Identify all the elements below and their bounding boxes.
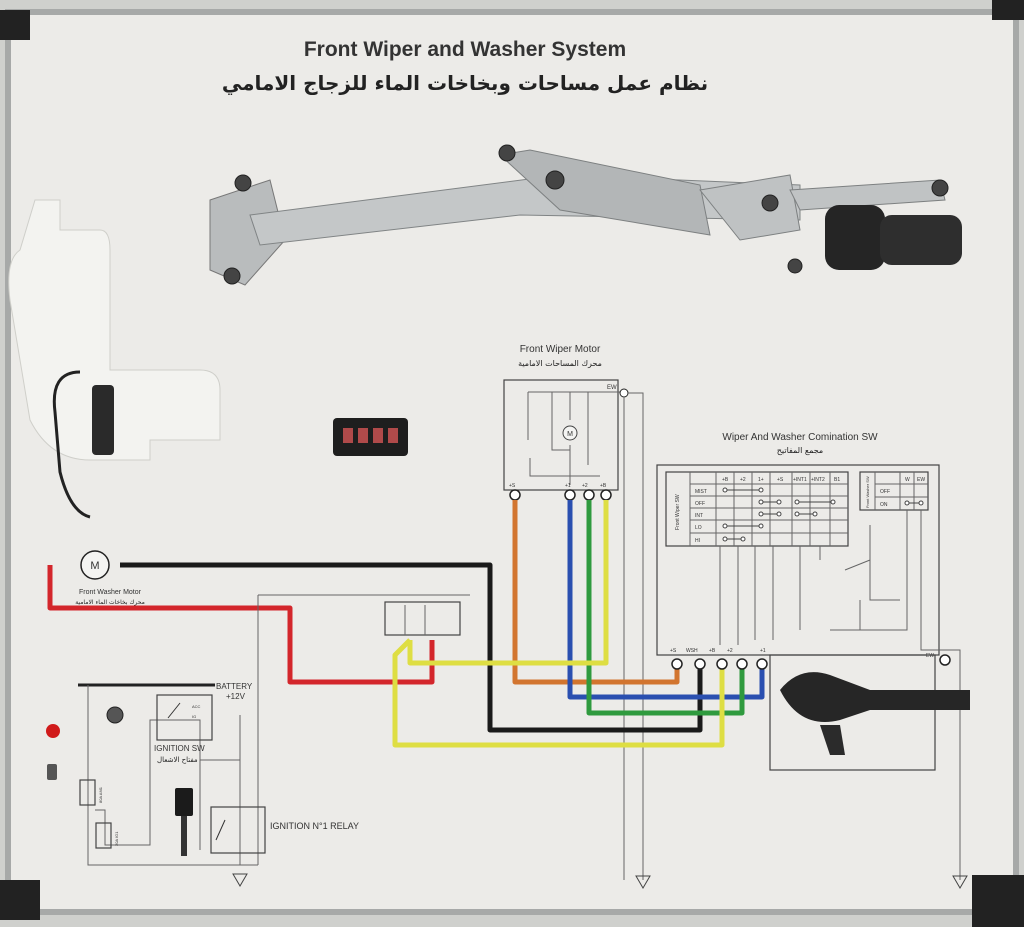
svg-text:OFF: OFF <box>695 501 705 507</box>
washer-motor-label-arabic: محرك بخاخات الماء الامامية <box>75 599 145 606</box>
terminal-1 <box>564 489 576 501</box>
red-wire <box>47 565 435 685</box>
svg-text:LO: LO <box>695 525 702 531</box>
svg-text:OFF: OFF <box>880 489 890 495</box>
svg-text:+B: +B <box>722 477 729 483</box>
yellow-wire-2 <box>392 638 725 748</box>
svg-text:+1: +1 <box>760 648 766 654</box>
svg-text:M: M <box>567 431 573 438</box>
green-wire <box>586 500 745 716</box>
ignition-relay-label: IGNITION N°1 RELAY <box>270 821 359 831</box>
svg-text:+1: +1 <box>565 483 571 489</box>
svg-text:ON: ON <box>880 502 888 508</box>
orange-wire <box>512 500 680 685</box>
battery-label: BATTERY <box>216 682 253 691</box>
terminal-s <box>509 489 521 501</box>
board-title: Front Wiper and Washer System <box>304 38 626 61</box>
washer-motor: M Front Washer Motor محرك بخاخات الماء ا… <box>75 550 145 606</box>
washer-switch-table: Front Washer SW W EW OFF ON <box>859 471 929 511</box>
wiper-motor-schematic: M EW +S +1 +2 +B <box>503 379 651 889</box>
svg-text:+S: +S <box>777 477 784 483</box>
relay-connector <box>175 788 193 816</box>
ignition-relay-schematic: IGNITION N°1 RELAY <box>210 806 359 887</box>
fuses: 80A AM1 20A IG1 <box>79 779 119 849</box>
terminal-2 <box>583 489 595 501</box>
svg-text:+B: +B <box>709 648 716 654</box>
toggle-switch[interactable] <box>47 764 57 780</box>
svg-text:Front Wiper SW: Front Wiper SW <box>675 494 681 530</box>
motor-symbol <box>562 425 578 441</box>
wiper-switch-table: Front Wiper SW +B +2 1+ +S +INT1 +INT2 B… <box>665 471 849 547</box>
washer-motor-label: Front Washer Motor <box>79 589 142 596</box>
ignition-sw-label-arabic: مفتاح الاشعال <box>157 756 198 764</box>
ground-symbol <box>952 875 968 889</box>
svg-text:EW: EW <box>607 385 617 391</box>
wiper-motor-body <box>825 205 885 270</box>
switch-connector-terminals <box>671 654 951 670</box>
svg-text:80A AM1: 80A AM1 <box>98 786 103 803</box>
board-title-arabic: نظام عمل مساحات وبخاخات الماء للزجاج الا… <box>222 71 708 96</box>
svg-text:+2: +2 <box>740 477 746 483</box>
svg-text:+S: +S <box>670 648 677 654</box>
svg-text:EW: EW <box>917 477 925 483</box>
combination-switch-label: Wiper And Washer Comination SW <box>722 432 878 443</box>
battery-voltage: +12V <box>226 692 246 701</box>
combination-switch-stalk <box>780 672 970 755</box>
wiper-linkage <box>209 144 962 286</box>
washer-relay-schematic <box>257 594 470 865</box>
ignition-key-lock[interactable] <box>106 706 124 724</box>
svg-text:20A IG1: 20A IG1 <box>114 831 119 846</box>
svg-text:WSH: WSH <box>686 648 698 654</box>
svg-text:1+: 1+ <box>758 477 764 483</box>
svg-text:+2: +2 <box>727 648 733 654</box>
svg-text:M: M <box>90 560 99 572</box>
ignition-switch-schematic: ACC IG IGNITION SW مفتاح الاشعال <box>154 694 213 764</box>
fuse-holder <box>333 418 408 456</box>
svg-text:W: W <box>905 477 910 483</box>
svg-text:+INT1: +INT1 <box>793 477 807 483</box>
svg-text:+INT2: +INT2 <box>811 477 825 483</box>
svg-text:EW: EW <box>926 653 934 659</box>
svg-text:+S: +S <box>509 483 516 489</box>
terminal-b <box>600 489 612 501</box>
svg-text:IG: IG <box>192 714 196 719</box>
svg-text:MIST: MIST <box>695 489 707 495</box>
svg-text:ACC: ACC <box>192 704 201 709</box>
svg-text:+2: +2 <box>582 483 588 489</box>
svg-text:+B: +B <box>600 483 607 489</box>
yellow-wire-1 <box>407 500 609 666</box>
combination-switch-housing <box>769 654 936 771</box>
wiper-motor-label: Front Wiper Motor <box>520 344 601 355</box>
wiper-motor-label-arabic: محرك المساحات الامامية <box>518 359 602 368</box>
blue-wire <box>567 500 765 700</box>
svg-text:INT: INT <box>695 513 703 519</box>
svg-text:Front Washer SW: Front Washer SW <box>865 476 870 508</box>
black-wire <box>120 562 703 733</box>
indicator-lamp <box>46 724 60 738</box>
ignition-sw-label: IGNITION SW <box>154 744 205 753</box>
washer-reservoir <box>8 199 221 519</box>
ground-symbol <box>635 875 651 889</box>
svg-text:HI: HI <box>695 538 700 544</box>
ground-symbol <box>232 873 248 887</box>
wiring-harness <box>47 500 765 748</box>
svg-text:B1: B1 <box>834 477 840 483</box>
terminal-ew <box>619 388 629 398</box>
combination-switch-label-arabic: مجمع المفاتيح <box>777 446 823 455</box>
